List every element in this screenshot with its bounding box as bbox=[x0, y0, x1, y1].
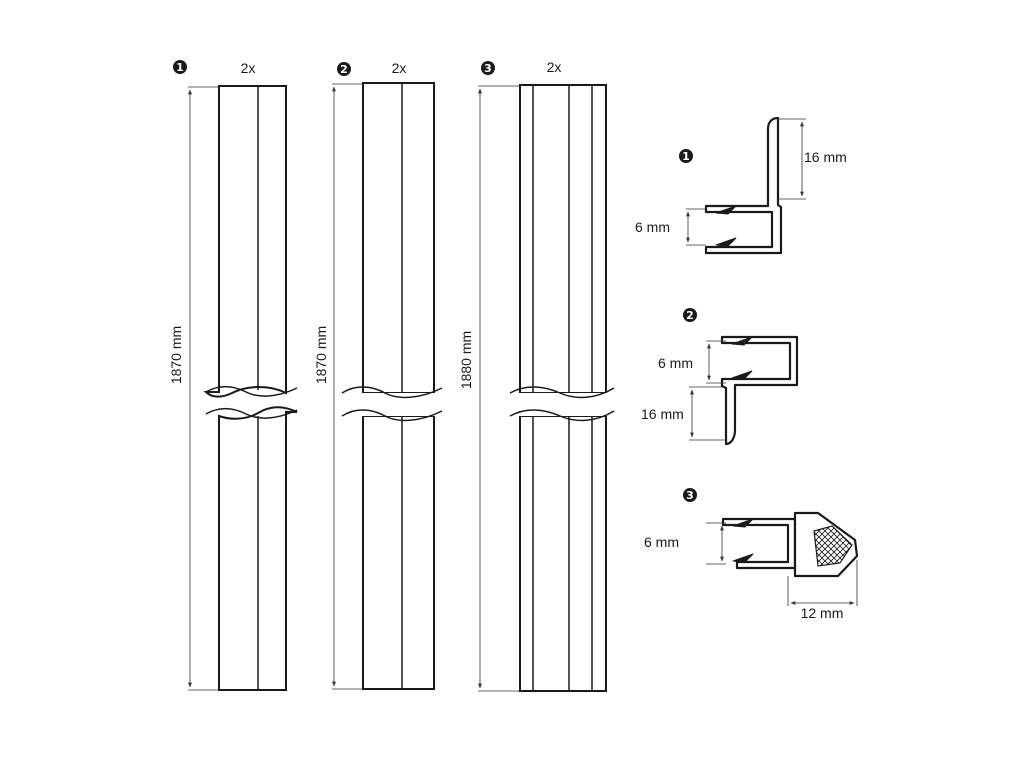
svg-text:2: 2 bbox=[340, 63, 348, 76]
profile-2-cross-section bbox=[720, 335, 799, 446]
profile-1-gap-label: 6 mm bbox=[635, 219, 670, 235]
strip-3-group: 3 2x 1880 mm bbox=[458, 59, 618, 692]
profile-1-group: 1 16 mm 6 mm bbox=[635, 116, 847, 255]
svg-text:3: 3 bbox=[484, 62, 492, 75]
profile-3-number-badge: 3 bbox=[683, 488, 697, 502]
profile-1-lip-label: 16 mm bbox=[804, 149, 847, 165]
strip-2-quantity: 2x bbox=[392, 60, 407, 76]
profile-1-number-badge: 1 bbox=[679, 149, 693, 163]
profile-3-cross-section bbox=[721, 511, 859, 578]
magnet-insert-hatched bbox=[813, 525, 853, 567]
strip-1-length-label: 1870 mm bbox=[168, 326, 184, 384]
profile-2-number-badge: 2 bbox=[683, 308, 697, 322]
profile-2-gap-label: 6 mm bbox=[658, 355, 693, 371]
svg-text:1: 1 bbox=[682, 150, 690, 163]
profile-2-group: 2 6 mm 16 mm bbox=[641, 308, 799, 446]
strip-1-bar bbox=[203, 85, 298, 691]
profile-3-group: 3 6 mm 12 mm bbox=[644, 488, 859, 621]
profile-3-magnet-label: 12 mm bbox=[801, 605, 844, 621]
strip-3-number-badge: 3 bbox=[481, 61, 495, 75]
strip-2-group: 2 2x 1870 mm bbox=[313, 60, 445, 690]
profile-2-lip-label: 16 mm bbox=[641, 406, 684, 422]
strip-3-length-label: 1880 mm bbox=[458, 331, 474, 389]
strip-3-bar bbox=[506, 84, 618, 692]
svg-text:3: 3 bbox=[686, 489, 694, 502]
svg-text:1: 1 bbox=[176, 61, 184, 74]
strip-1-number-badge: 1 bbox=[173, 60, 187, 74]
profile-3-gap-label: 6 mm bbox=[644, 534, 679, 550]
strip-2-bar bbox=[340, 82, 445, 690]
strip-1-quantity: 2x bbox=[241, 60, 256, 76]
strip-2-length-label: 1870 mm bbox=[313, 326, 329, 384]
strip-1-group: 1 2x 1870 mm bbox=[168, 60, 298, 691]
svg-text:2: 2 bbox=[686, 309, 694, 322]
strip-2-number-badge: 2 bbox=[337, 62, 351, 76]
strip-3-quantity: 2x bbox=[547, 59, 562, 75]
profile-1-cross-section bbox=[704, 116, 783, 255]
